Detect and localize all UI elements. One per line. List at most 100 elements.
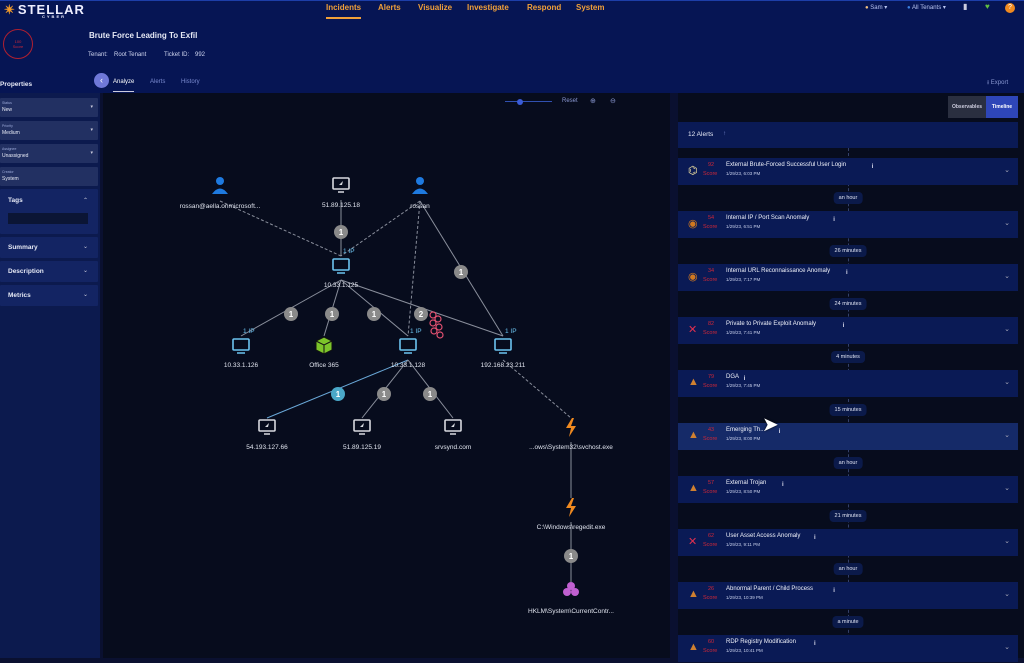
expand-chevron-icon[interactable]: ⌄: [1004, 379, 1010, 386]
expand-chevron-icon[interactable]: ⌄: [1004, 538, 1010, 545]
tab-analyze[interactable]: Analyze: [113, 79, 135, 92]
graph-edge[interactable]: [407, 200, 421, 337]
info-icon[interactable]: i: [846, 270, 848, 276]
nav-system[interactable]: System: [576, 3, 605, 12]
edge-count-badge[interactable]: 2: [414, 307, 428, 321]
expand-chevron-icon[interactable]: ⌄: [1004, 167, 1010, 174]
info-icon[interactable]: i: [782, 482, 784, 488]
expand-chevron-icon[interactable]: ⌄: [1004, 644, 1010, 651]
ip-count-tag: 1 IP: [505, 328, 517, 335]
observables-toggle[interactable]: Observables: [948, 96, 986, 118]
nav-alerts[interactable]: Alerts: [378, 3, 401, 12]
expand-chevron-icon[interactable]: ⌄: [1004, 485, 1010, 492]
info-icon[interactable]: i: [871, 164, 874, 170]
user-menu[interactable]: ● Sam ▾: [865, 5, 888, 11]
graph-node[interactable]: rossan@aella.onmicrosoft...: [180, 177, 261, 210]
nav-incidents[interactable]: Incidents: [326, 3, 362, 19]
alert-card[interactable]: ▲ 43 Score Emerging Th... 1/29/23, 8:00 …: [678, 423, 1018, 450]
graph-node[interactable]: C:\Windows\regedit.exe: [537, 498, 606, 531]
incident-graph[interactable]: 1 1 1 1 1 2 1 1 1 1 rossan@aella.onmicrosoft... 51.…: [103, 93, 670, 658]
export-button[interactable]: ⭳ Export: [987, 80, 1009, 86]
office-365-cube-icon: [315, 336, 333, 355]
tab-history[interactable]: History: [181, 79, 200, 85]
time-gap-label: 15 minutes: [829, 404, 867, 416]
bookmark-icon[interactable]: ▮: [963, 2, 968, 11]
zoom-slider-handle[interactable]: [517, 99, 523, 105]
metrics-section[interactable]: Metrics⌄: [0, 285, 98, 306]
zoom-out-icon[interactable]: ⊖: [610, 98, 616, 105]
info-icon[interactable]: i: [743, 376, 746, 382]
alert-card[interactable]: ⌬ 92 Score External Brute-Forced Success…: [678, 158, 1018, 185]
malware-pattern-icon[interactable]: [429, 311, 444, 339]
expand-chevron-icon[interactable]: ⌄: [1004, 591, 1010, 598]
info-icon[interactable]: i: [778, 429, 781, 435]
tenant-menu[interactable]: ● All Tenants ▾: [907, 5, 946, 11]
reset-button[interactable]: Reset: [562, 98, 578, 104]
graph-edge[interactable]: [340, 200, 421, 257]
health-heart-icon[interactable]: ♥: [985, 2, 990, 11]
expand-chevron-icon[interactable]: ⌄: [1004, 432, 1010, 439]
alert-card[interactable]: ◉ 34 Score Internal URL Reconnaissance A…: [678, 264, 1018, 291]
graph-node[interactable]: rossan: [410, 177, 430, 210]
graph-node[interactable]: Office 365: [309, 336, 339, 369]
graph-node[interactable]: srvsynd.com: [435, 419, 471, 451]
graph-node[interactable]: 54.193.127.66: [246, 419, 288, 451]
edge-count-badge[interactable]: 1: [284, 307, 298, 321]
host-monitor-icon: [494, 338, 512, 354]
edge-count-badge[interactable]: 1: [334, 225, 348, 239]
collapse-sidebar-button[interactable]: ‹: [94, 73, 109, 88]
nav-respond[interactable]: Respond: [527, 3, 562, 12]
expand-chevron-icon[interactable]: ⌄: [1004, 220, 1010, 227]
time-gap-label: 24 minutes: [829, 298, 867, 310]
sort-arrow-icon[interactable]: ↑: [723, 131, 726, 137]
graph-edge[interactable]: [219, 200, 342, 257]
tab-alerts[interactable]: Alerts: [150, 79, 166, 85]
info-icon[interactable]: i: [833, 588, 835, 594]
graph-canvas[interactable]: 1 1 1 1 1 2 1 1 1 1 rossan@aella.onmicrosoft... 51.…: [103, 93, 670, 658]
info-icon[interactable]: i: [814, 535, 816, 541]
zoom-slider[interactable]: [505, 101, 552, 102]
expand-chevron-icon[interactable]: ⌄: [1004, 326, 1010, 333]
alert-card[interactable]: ▲ 26 Score Abnormal Parent / Child Proce…: [678, 582, 1018, 609]
tags-input[interactable]: [8, 213, 88, 224]
timeline-toggle[interactable]: Timeline: [986, 96, 1018, 118]
edge-count-badge[interactable]: 1: [564, 549, 578, 563]
info-icon[interactable]: i: [833, 217, 835, 223]
alert-card[interactable]: ◉ 54 Score Internal IP / Port Scan Anoma…: [678, 211, 1018, 238]
tags-section[interactable]: Tags⌃: [0, 189, 98, 234]
alert-card[interactable]: ▲ 79 Score DGA 1/29/23, 7:45 PM i ⌄: [678, 370, 1018, 397]
edge-count-badge[interactable]: 1: [423, 387, 437, 401]
info-icon[interactable]: i: [842, 323, 845, 329]
edge-count-badge[interactable]: 1: [325, 307, 339, 321]
graph-node[interactable]: HKLM\System\CurrentContr...: [528, 582, 614, 615]
alert-card[interactable]: ▲ 57 Score External Trojan 1/29/23, 8:50…: [678, 476, 1018, 503]
zoom-in-icon[interactable]: ⊕: [590, 98, 596, 105]
summary-section[interactable]: Summary⌄: [0, 237, 98, 258]
graph-node[interactable]: 51.89.125.19: [343, 419, 381, 451]
description-section[interactable]: Description⌄: [0, 261, 98, 282]
nav-investigate[interactable]: Investigate: [467, 3, 509, 12]
info-icon[interactable]: i: [814, 641, 816, 647]
help-icon[interactable]: ?: [1005, 3, 1015, 13]
nav-visualize[interactable]: Visualize: [418, 3, 453, 12]
node-label: srvsynd.com: [435, 444, 471, 451]
edge-count-badge[interactable]: 1: [331, 387, 345, 401]
svg-text:1: 1: [382, 390, 387, 399]
edge-count-badge[interactable]: 1: [367, 307, 381, 321]
alert-card[interactable]: ✕ 82 Score Private to Private Exploit An…: [678, 317, 1018, 344]
expand-chevron-icon[interactable]: ⌄: [1004, 273, 1010, 280]
graph-node[interactable]: 51.89.125.18: [322, 177, 360, 209]
alert-card[interactable]: ✕ 62 Score User Asset Access Anomaly 1/2…: [678, 529, 1018, 556]
graph-node[interactable]: ...ows\System32\svchost.exe: [529, 418, 613, 451]
edge-count-badge[interactable]: 1: [377, 387, 391, 401]
edge-count-badge[interactable]: 1: [454, 265, 468, 279]
